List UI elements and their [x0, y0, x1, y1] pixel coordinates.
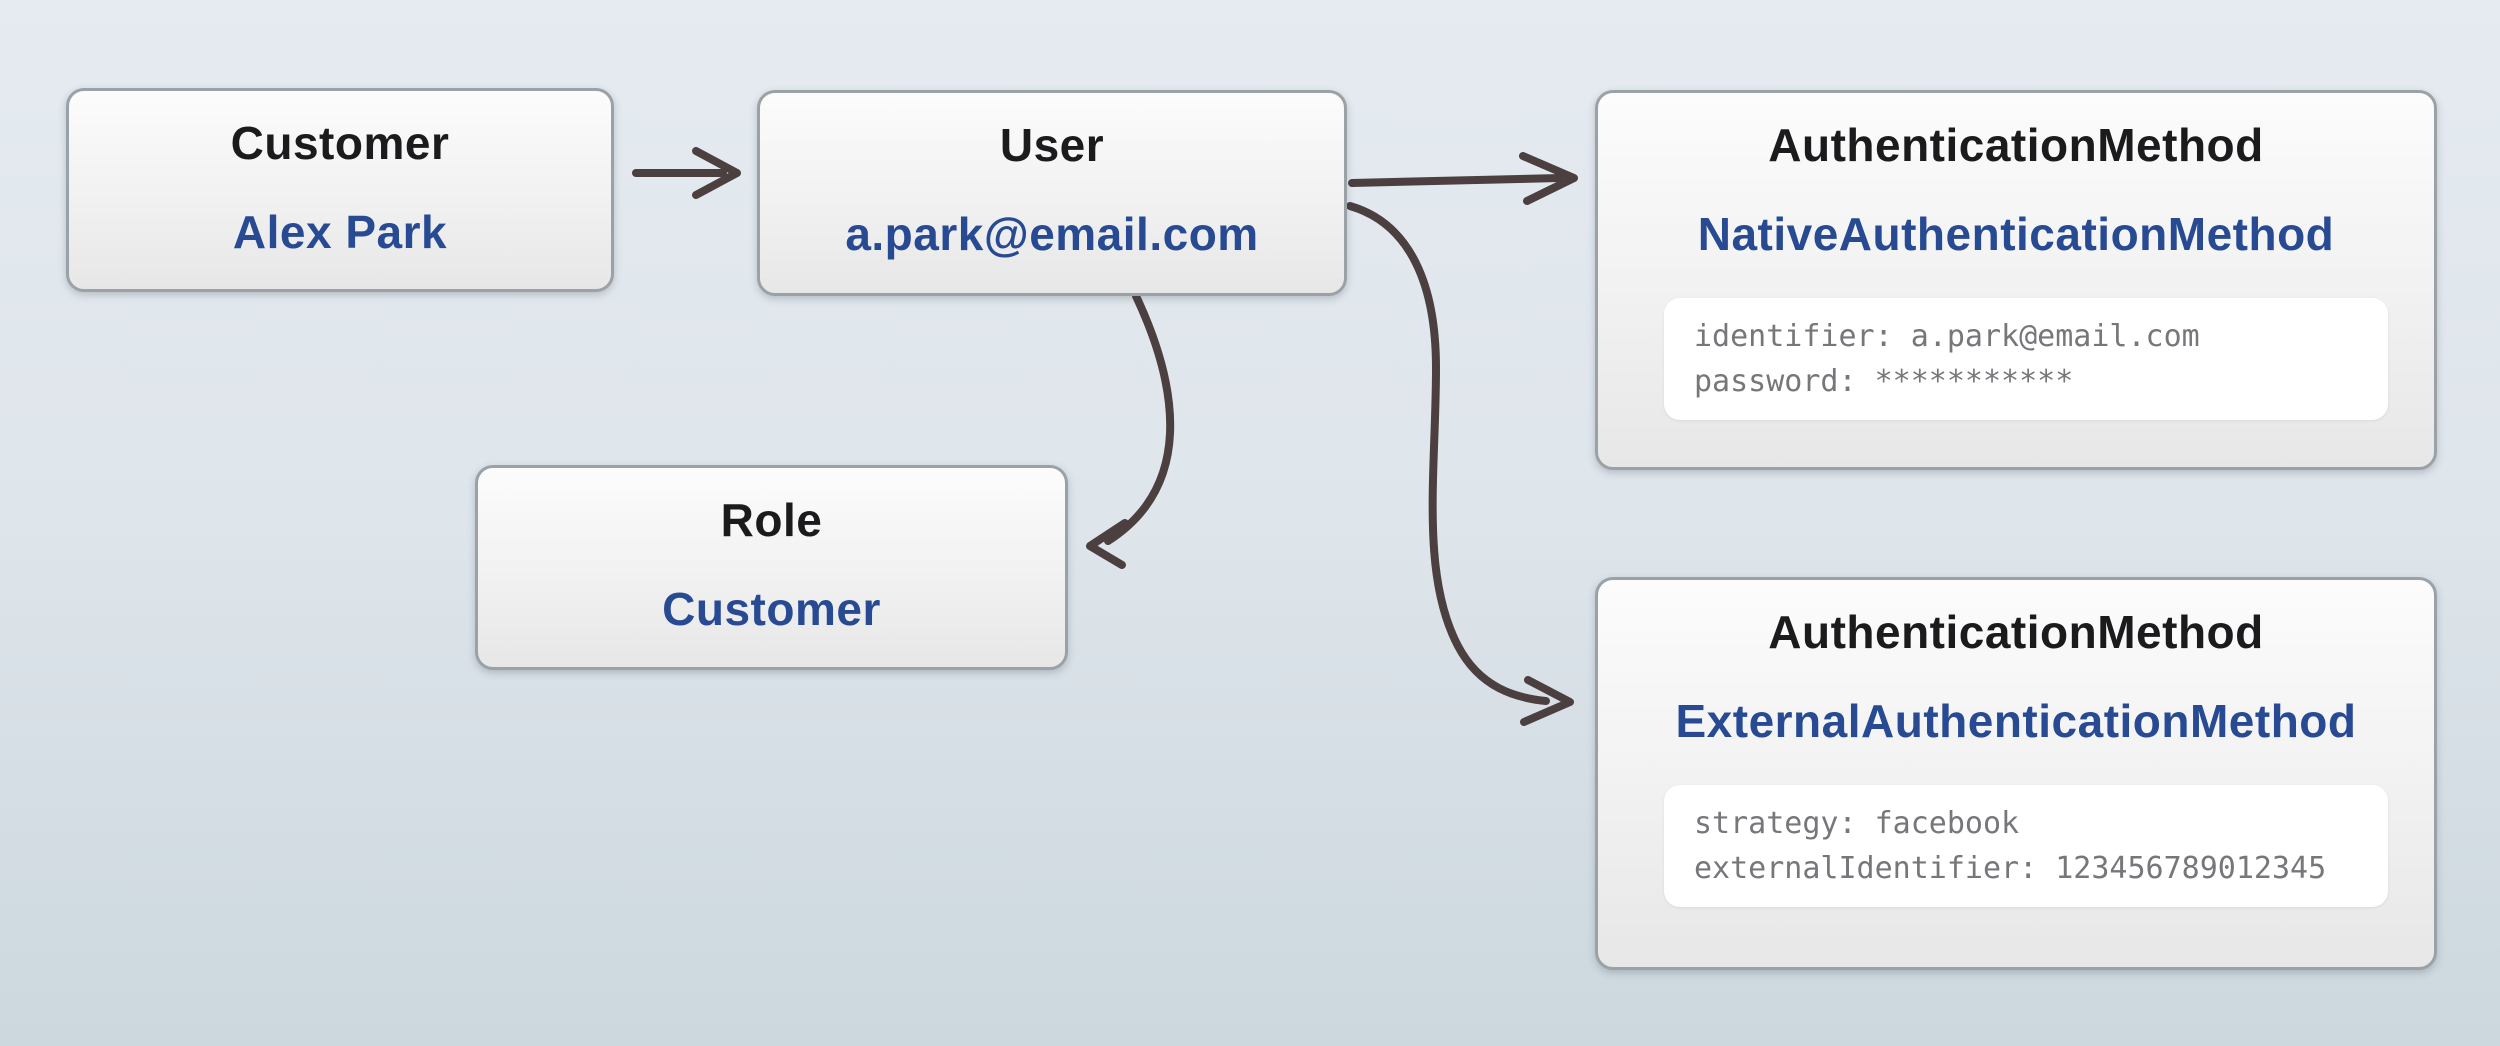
- node-user: User a.park@email.com: [757, 90, 1347, 296]
- attribute-strategy: strategy: facebook: [1694, 805, 2020, 841]
- attributes-panel: identifier: a.park@email.com password: *…: [1664, 297, 2388, 420]
- attribute-external-identifier: externalIdentifier: 123456789012345: [1694, 850, 2327, 886]
- edge-user-to-external-auth: [1346, 202, 1574, 726]
- arrowhead-icon: [1086, 519, 1129, 569]
- node-value: Alex Park: [232, 205, 448, 258]
- node-authentication-method-external: AuthenticationMethod ExternalAuthenticat…: [1595, 577, 2437, 970]
- edge-user-to-native-auth: [1348, 152, 1578, 205]
- node-title: User: [999, 119, 1105, 171]
- attributes-panel: strategy: facebook externalIdentifier: 1…: [1664, 784, 2388, 907]
- node-value: NativeAuthenticationMethod: [1697, 207, 2335, 260]
- edge-user-to-role: [1086, 292, 1175, 569]
- attribute-identifier: identifier: a.park@email.com: [1694, 318, 2200, 354]
- attribute-password: password: ***********: [1694, 363, 2074, 399]
- node-value: ExternalAuthenticationMethod: [1675, 694, 2357, 747]
- node-value: Customer: [662, 582, 881, 635]
- node-authentication-method-native: AuthenticationMethod NativeAuthenticatio…: [1595, 90, 2437, 470]
- edge-customer-to-user: [632, 147, 741, 199]
- node-title: Customer: [230, 117, 450, 169]
- node-customer: Customer Alex Park: [66, 88, 614, 292]
- node-role: Role Customer: [475, 465, 1068, 670]
- arrowhead-icon: [1519, 152, 1578, 205]
- arrowhead-icon: [692, 147, 741, 199]
- node-title: AuthenticationMethod: [1768, 606, 2264, 658]
- node-title: Role: [720, 494, 823, 546]
- arrowhead-icon: [1520, 676, 1574, 726]
- node-title: AuthenticationMethod: [1768, 119, 2264, 171]
- node-value: a.park@email.com: [845, 207, 1259, 260]
